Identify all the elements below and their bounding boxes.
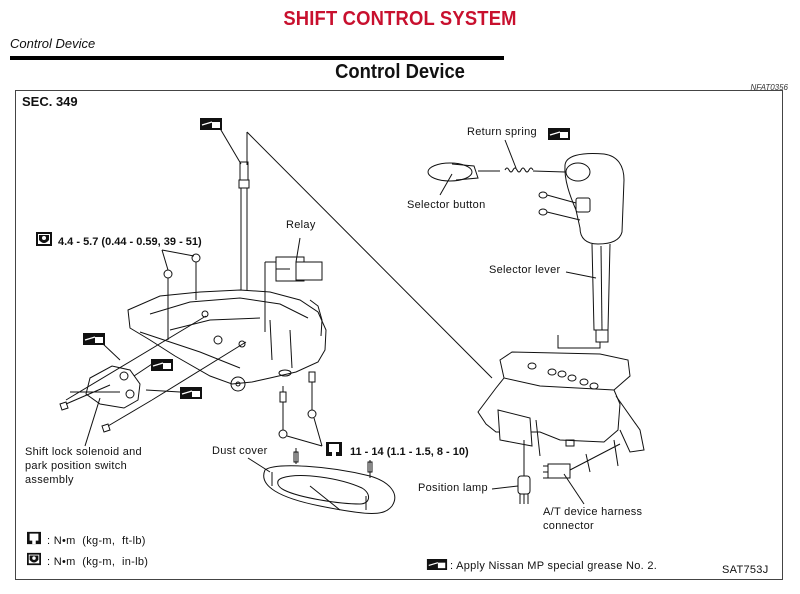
header-rule-extended — [10, 56, 504, 60]
legend-in-lb-text: : N•m (kg-m, in-lb) — [47, 555, 149, 568]
leader-position-lamp — [491, 485, 519, 490]
leader-dust-cover — [247, 457, 271, 473]
shift-lock-solenoid — [59, 315, 247, 433]
label-position-lamp: Position lamp — [418, 482, 488, 494]
relay — [264, 256, 323, 332]
leader-upper-nut-1 — [161, 249, 169, 271]
system-title: SHIFT CONTROL SYSTEM — [283, 8, 517, 30]
leader-grease-3 — [145, 389, 181, 393]
harness-connector — [543, 439, 621, 479]
label-selector-lever: Selector lever — [489, 264, 561, 276]
diagram-frame — [15, 90, 783, 580]
label-shift-lock-line3: assembly — [25, 474, 74, 486]
label-shift-lock-line1: Shift lock solenoid and — [25, 446, 142, 458]
torque-in-lb-icon — [27, 552, 41, 571]
lever-screws — [538, 191, 581, 221]
leader-harness — [563, 473, 585, 505]
label-harness-line2: connector — [543, 520, 595, 532]
torque-ft-lb-icon — [326, 442, 342, 461]
label-harness-connector: A/T device harness connector — [543, 505, 642, 533]
label-return-spring: Return spring — [467, 126, 537, 138]
grease-icon — [180, 386, 202, 404]
leader-selector-button — [439, 173, 453, 196]
control-device-bracket — [127, 289, 327, 392]
leader-selector-lever — [565, 271, 597, 279]
label-harness-line1: A/T device harness — [543, 506, 643, 518]
leader-relay — [295, 237, 301, 263]
torque-value-lower: 11 - 14 (1.1 - 1.5, 8 - 10) — [350, 445, 469, 458]
lower-studs — [278, 371, 317, 439]
section-number: SEC. 349 — [22, 94, 78, 109]
breadcrumb: Control Device — [10, 36, 96, 51]
torque-in-lb-icon — [36, 232, 52, 251]
label-shift-lock-assembly: Shift lock solenoid and park position sw… — [25, 445, 142, 487]
legend-ft-lb: : N•m (kg-m, ft-lb) — [27, 531, 146, 550]
grease-icon — [548, 127, 570, 145]
leader-lower-nut-2 — [313, 417, 323, 447]
assembly-guide-line — [246, 131, 493, 379]
legend-grease: : Apply Nissan MP special grease No. 2. — [426, 557, 657, 575]
leader-return-spring — [504, 139, 517, 169]
grease-icon — [426, 557, 448, 575]
legend-ft-lb-text: : N•m (kg-m, ft-lb) — [47, 534, 146, 547]
selector-button — [427, 162, 500, 182]
leader-shift-lock — [84, 397, 101, 447]
label-selector-button: Selector button — [407, 199, 486, 211]
leader-upper-nut-2 — [161, 249, 195, 257]
legend-grease-text: : Apply Nissan MP special grease No. 2. — [450, 560, 658, 572]
grease-icon — [151, 358, 173, 376]
torque-value-upper: 4.4 - 5.7 (0.44 - 0.59, 39 - 51) — [58, 235, 202, 248]
position-lamp — [517, 440, 531, 504]
leader-lower-nut-1 — [286, 435, 323, 447]
torque-spec-upper: 4.4 - 5.7 (0.44 - 0.59, 39 - 51) — [36, 232, 202, 251]
selector-lever — [564, 153, 625, 343]
label-shift-lock-line2: park position switch — [25, 460, 127, 472]
dust-cover — [263, 448, 396, 514]
torque-spec-lower: 11 - 14 (1.1 - 1.5, 8 - 10) — [326, 442, 469, 461]
leader-rod-grease — [217, 124, 242, 165]
label-dust-cover: Dust cover — [212, 445, 268, 457]
leader-grease-1 — [101, 342, 121, 361]
section-title: Control Device — [335, 61, 465, 83]
return-spring — [504, 167, 566, 173]
leader-grease-2 — [133, 363, 153, 377]
shift-indicator-housing — [477, 335, 645, 457]
figure-id: SAT753J — [722, 564, 769, 576]
reference-code: NFAT0356 — [750, 83, 789, 92]
control-rod — [238, 161, 250, 300]
grease-icon — [83, 332, 105, 350]
torque-ft-lb-icon — [27, 531, 41, 550]
grease-icon — [200, 117, 222, 135]
legend-in-lb: : N•m (kg-m, in-lb) — [27, 552, 148, 571]
label-relay: Relay — [286, 219, 316, 231]
